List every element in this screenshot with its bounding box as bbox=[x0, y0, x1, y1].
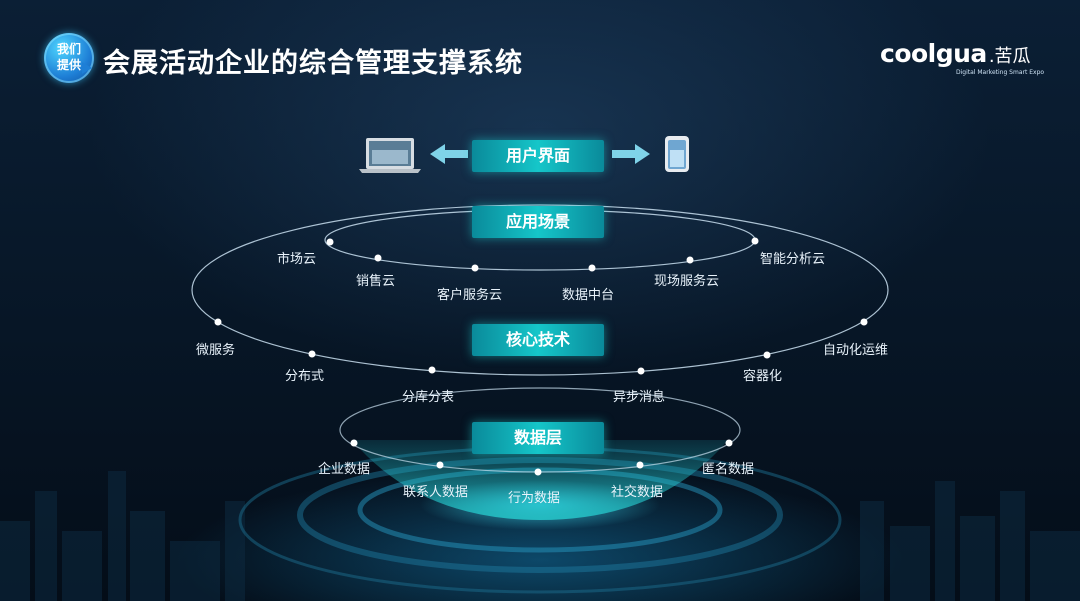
data-node-behavior-data: 行为数据 bbox=[508, 491, 561, 506]
layer-application-scenario: 应用场景 bbox=[472, 206, 604, 238]
data-funnel bbox=[352, 440, 728, 520]
core-node-async-messaging: 异步消息 bbox=[613, 390, 666, 405]
data-node-social-data: 社交数据 bbox=[611, 485, 664, 500]
data-node-contact-data: 联系人数据 bbox=[403, 485, 469, 500]
layer-user-interface: 用户界面 bbox=[472, 140, 604, 172]
badge-icon bbox=[44, 33, 94, 83]
scenario-node-onsite-service-cloud: 现场服务云 bbox=[654, 274, 720, 289]
badge-tail-icon bbox=[82, 62, 92, 74]
page-title: 会展活动企业的综合管理支撑系统 bbox=[103, 48, 523, 79]
data-node-anonymous-data: 匿名数据 bbox=[702, 462, 755, 477]
core-node-containerization: 容器化 bbox=[743, 369, 783, 384]
city-skyline-background bbox=[0, 471, 1080, 601]
scenario-node-data-middle-platform: 数据中台 bbox=[562, 288, 615, 303]
logo-brand: coolgua bbox=[880, 39, 987, 68]
core-node-microservices: 微服务 bbox=[196, 343, 236, 358]
badge-line1: 我们 bbox=[56, 42, 81, 56]
scenario-node-marketing-cloud: 市场云 bbox=[277, 252, 317, 267]
layer-core-technology: 核心技术 bbox=[472, 324, 604, 356]
badge-text: 我们 提供 bbox=[44, 41, 94, 73]
phone-icon bbox=[665, 136, 689, 172]
core-node-distributed: 分布式 bbox=[285, 369, 325, 384]
scenario-node-intelligent-analysis-cloud: 智能分析云 bbox=[760, 252, 826, 267]
core-node-automated-ops: 自动化运维 bbox=[823, 343, 889, 358]
layer-data: 数据层 bbox=[472, 422, 604, 454]
laptop-icon bbox=[359, 138, 421, 173]
core-node-sharding: 分库分表 bbox=[402, 390, 455, 405]
badge-line2: 提供 bbox=[56, 58, 81, 72]
scenario-node-customer-service-cloud: 客户服务云 bbox=[437, 288, 503, 303]
scenario-node-sales-cloud: 销售云 bbox=[356, 274, 396, 289]
coolgua-logo: coolgua.苦瓜 Digital Marketing Smart Expo bbox=[880, 39, 1044, 76]
logo-tagline: Digital Marketing Smart Expo bbox=[956, 69, 1045, 76]
arrow-right-icon bbox=[612, 144, 650, 164]
logo-brand-cn: .苦瓜 bbox=[988, 46, 1031, 67]
core-ring bbox=[191, 204, 889, 376]
arrow-left-icon bbox=[430, 144, 468, 164]
data-node-enterprise-data: 企业数据 bbox=[318, 462, 371, 477]
